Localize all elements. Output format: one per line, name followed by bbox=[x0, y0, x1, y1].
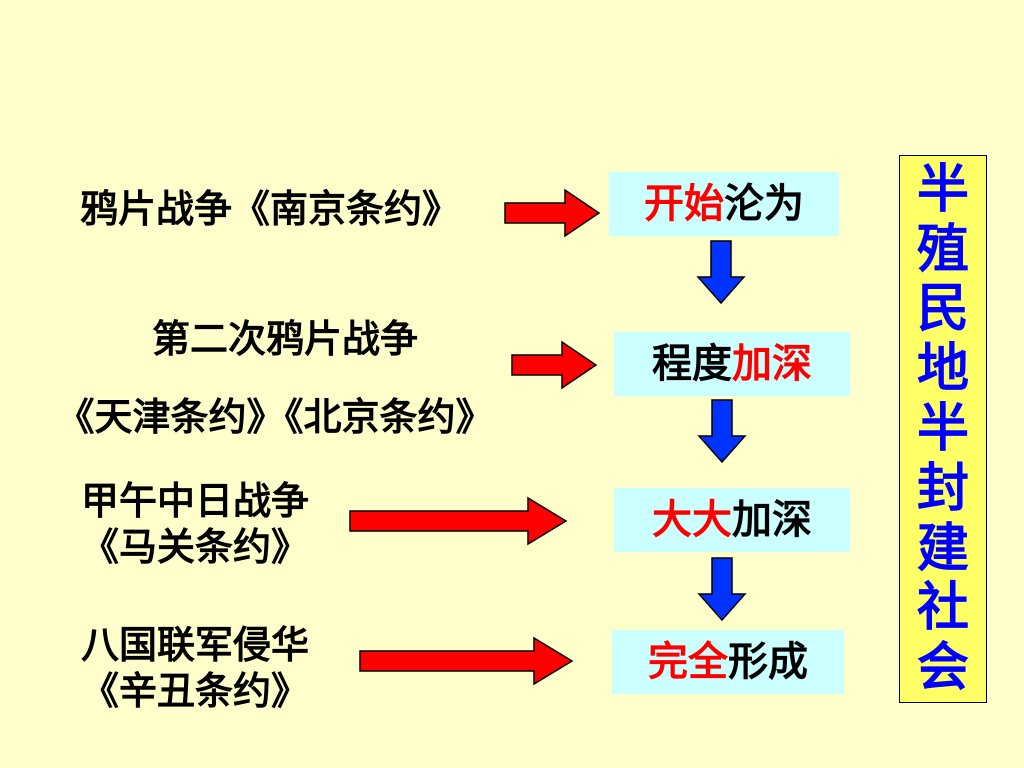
event-4: 八国联军侵华 《辛丑条约》 bbox=[40, 622, 350, 714]
stage-box-2: 程度加深 bbox=[614, 332, 850, 396]
stage-4-rest: 形成 bbox=[728, 639, 808, 685]
conclusion-char: 地 bbox=[916, 339, 969, 400]
event-3: 甲午中日战争 《马关条约》 bbox=[40, 478, 350, 570]
conclusion-char: 殖 bbox=[916, 219, 969, 280]
event-2: 第二次鸦片战争 《天津条约》《北京条约》 bbox=[20, 300, 530, 456]
stage-box-1: 开始沦为 bbox=[609, 172, 839, 236]
event-2-line-1: 第二次鸦片战争 bbox=[151, 317, 418, 361]
conclusion-char: 半 bbox=[916, 159, 969, 220]
blue-arrow-1 bbox=[696, 240, 746, 305]
event-1-line-1: 鸦片战争《南京条约》 bbox=[79, 187, 460, 231]
stage-4-highlight: 完全 bbox=[648, 639, 728, 685]
event-3-line-2: 《马关条约》 bbox=[80, 525, 309, 569]
conclusion-char: 封 bbox=[916, 458, 969, 519]
stage-box-3: 大大加深 bbox=[614, 488, 850, 552]
event-1: 鸦片战争《南京条约》 bbox=[40, 186, 500, 232]
event-2-line-2: 《天津条约》《北京条约》 bbox=[56, 395, 494, 439]
blue-arrow-2 bbox=[697, 399, 747, 464]
stage-1-highlight: 开始 bbox=[644, 181, 724, 227]
stage-2-rest: 程度 bbox=[652, 341, 732, 387]
conclusion-char: 民 bbox=[916, 279, 969, 340]
conclusion-char: 建 bbox=[916, 518, 969, 579]
stage-2-highlight: 加深 bbox=[732, 341, 812, 387]
conclusion-box: 半殖民地半封建社会 bbox=[899, 155, 987, 703]
event-4-line-2: 《辛丑条约》 bbox=[80, 669, 309, 713]
conclusion-char: 社 bbox=[916, 578, 969, 639]
red-arrow-4 bbox=[359, 636, 574, 686]
stage-3-rest: 加深 bbox=[732, 497, 812, 543]
stage-1-rest: 沦为 bbox=[724, 181, 804, 227]
red-arrow-3 bbox=[349, 496, 568, 546]
blue-arrow-3 bbox=[697, 557, 747, 622]
conclusion-char: 半 bbox=[916, 398, 969, 459]
red-arrow-2 bbox=[511, 340, 598, 390]
stage-3-highlight: 大大 bbox=[652, 497, 732, 543]
event-4-line-1: 八国联军侵华 bbox=[80, 623, 309, 667]
conclusion-char: 会 bbox=[916, 638, 969, 699]
event-3-line-1: 甲午中日战争 bbox=[80, 479, 309, 523]
red-arrow-1 bbox=[504, 188, 601, 238]
stage-box-4: 完全形成 bbox=[612, 630, 844, 694]
